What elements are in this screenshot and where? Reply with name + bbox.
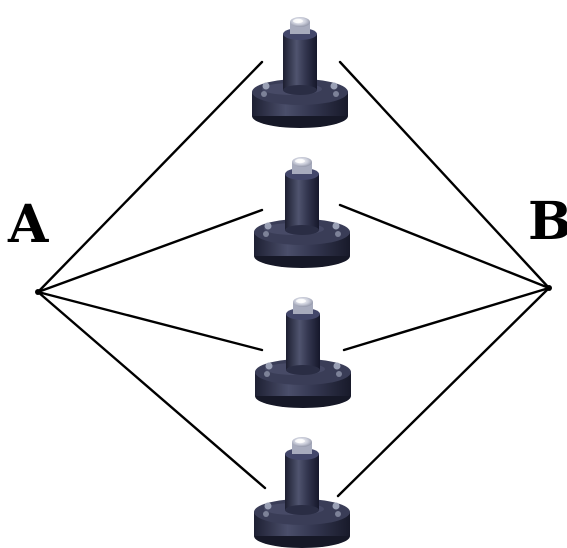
wire-b-3 [342, 286, 551, 352]
wire-b-4 [336, 286, 551, 498]
label-b: B [528, 191, 567, 252]
node-b-point [546, 285, 552, 291]
label-a: A [7, 194, 49, 255]
device-4 [254, 437, 350, 548]
device-1 [252, 17, 348, 128]
device-3 [255, 297, 351, 408]
wire-b-2 [338, 203, 551, 290]
wire-a-1 [36, 60, 264, 294]
device-2 [254, 157, 350, 268]
node-a-point [35, 289, 41, 295]
wires-a [36, 60, 267, 490]
wires-b [336, 60, 551, 498]
wire-b-1 [338, 60, 551, 290]
wire-a-3 [36, 290, 264, 352]
wire-a-4 [36, 290, 267, 490]
wire-a-2 [36, 208, 264, 294]
